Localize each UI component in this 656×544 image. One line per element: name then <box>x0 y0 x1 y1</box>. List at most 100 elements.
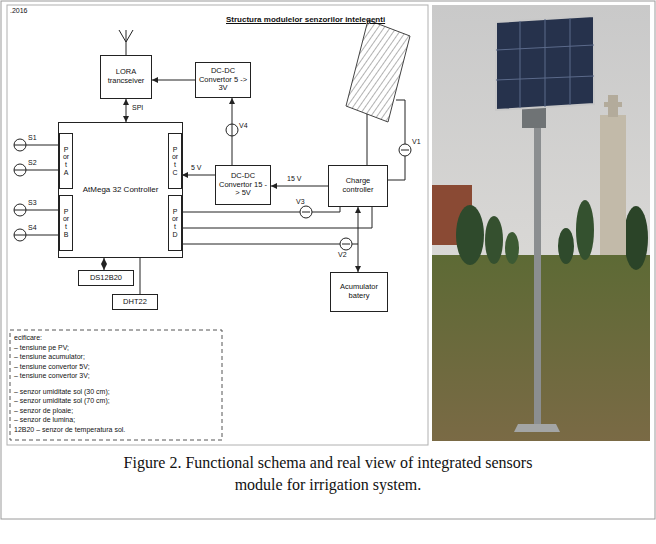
converter-box: DC-DC Convertor 15 -> 5V <box>215 165 271 205</box>
wire <box>26 170 59 171</box>
wire <box>396 100 405 144</box>
node-text-group: Port C <box>170 134 180 188</box>
legend-note: – tensiune convertor 5V; <box>14 363 90 371</box>
connector <box>271 186 328 187</box>
connector-label: SPI <box>131 104 144 112</box>
connector <box>126 99 127 122</box>
connector-label: 15 V <box>286 175 302 183</box>
sensor-symbol <box>14 164 26 176</box>
port-band: Port B <box>59 195 73 251</box>
photo-pole <box>534 110 541 426</box>
sensor-symbol <box>14 210 26 211</box>
sensor-tag: S1 <box>28 134 37 142</box>
photo-panel-grid <box>520 21 521 108</box>
battery-box: Acumulator batery <box>330 272 388 312</box>
wire <box>26 235 59 236</box>
photo-panel-grid <box>545 19 546 107</box>
photo-tree <box>624 206 648 270</box>
wire <box>367 114 368 165</box>
voltage-sensor-symbol <box>342 244 350 245</box>
connector <box>152 80 195 81</box>
node-label: DS12B20 <box>90 274 122 283</box>
sensor-symbol <box>14 204 26 216</box>
photo-enclosure <box>522 106 546 128</box>
wire <box>182 207 372 228</box>
sensor-tag: S3 <box>28 199 37 207</box>
wire <box>26 145 59 146</box>
node-label: Port B <box>63 208 70 239</box>
photo-tree <box>576 200 594 260</box>
measure-tag: V4 <box>239 122 248 130</box>
node-text-group: LORA trancseiver <box>102 56 150 98</box>
wire <box>182 244 340 245</box>
photo-tree <box>505 232 519 264</box>
wire <box>312 207 340 212</box>
wire <box>26 210 59 211</box>
node-label: Port C <box>172 146 179 177</box>
legend-note: – tensiune convertor 3V; <box>14 372 90 380</box>
connector <box>104 258 105 270</box>
photo-tree <box>558 228 574 264</box>
node-label: AtMega 32 Controller <box>83 185 159 194</box>
date-note: .2016 <box>10 7 28 15</box>
voltage-sensor-symbol <box>300 206 312 218</box>
connector <box>232 98 233 165</box>
legend-note: – tensiune pe PV; <box>14 344 69 352</box>
wire <box>388 156 405 180</box>
sensor-box: DS12B20 <box>78 270 134 286</box>
legend-note: – senzor de ploaie; <box>14 407 73 415</box>
node-text-group: DHT22 <box>114 295 156 309</box>
diagram-panel <box>7 5 428 445</box>
node-label: Charge controller <box>330 177 386 194</box>
sensor-symbol <box>14 170 26 171</box>
port-band: Port C <box>168 133 182 189</box>
node-label: Port A <box>63 146 70 177</box>
voltage-sensor-symbol <box>340 238 352 250</box>
legend-note: 12B20 – senzor de temperatura sol. <box>14 426 125 434</box>
antenna-symbol <box>119 30 133 42</box>
port-band: Port D <box>168 195 182 251</box>
node-label: LORA trancseiver <box>102 68 150 85</box>
node-text-group: Acumulator batery <box>332 273 386 311</box>
photo-base-plate <box>514 424 560 432</box>
voltage-sensor-symbol <box>399 144 411 156</box>
node-text-group: AtMega 32 Controller <box>75 123 166 257</box>
node-label: DHT22 <box>123 298 147 307</box>
charge-controller-box: Charge controller <box>328 165 388 207</box>
node-text-group: Port A <box>61 134 71 188</box>
sensor-tag: S4 <box>28 224 37 232</box>
sensor-symbol <box>14 235 26 236</box>
photo-monument-cross <box>604 102 622 107</box>
figure-frame <box>1 1 655 519</box>
node-text-group: DS12B20 <box>80 271 132 285</box>
legend-note: – senzor umiditate sol (30 cm); <box>14 388 110 396</box>
photo-panel-grid <box>496 45 594 50</box>
voltage-sensor-symbol <box>302 212 310 213</box>
photo-tree <box>485 216 503 264</box>
node-label: Acumulator batery <box>332 283 386 300</box>
voltage-sensor-symbol <box>401 150 409 151</box>
figure-caption: Figure 2. Functional schema and real vie… <box>108 452 548 496</box>
controller-box: AtMega 32 Controller Port A Port B Port C Po… <box>58 122 183 258</box>
wire <box>182 212 300 213</box>
photo-monument <box>600 115 626 255</box>
sensor-symbol <box>14 229 26 241</box>
transceiver-box: LORA trancseiver <box>100 55 152 99</box>
photo-tree <box>456 205 484 265</box>
connector <box>140 258 141 294</box>
node-text-group: DC-DC Convertor 15 -> 5V <box>217 166 269 204</box>
connector <box>358 207 359 272</box>
node-label: Port D <box>172 208 179 239</box>
legend-note: ecificare: <box>14 334 42 342</box>
legend-note: – tensiune acumulator; <box>14 353 85 361</box>
measure-tag: V3 <box>296 198 305 206</box>
sensor-symbol <box>14 145 26 146</box>
measure-tag: V1 <box>412 138 421 146</box>
photo-sky <box>432 5 650 441</box>
photo-panel-grid <box>570 18 571 105</box>
node-text-group: DC-DC Convertor 5 -> 3V <box>197 63 249 97</box>
node-text-group: Charge controller <box>330 166 386 206</box>
legend-box <box>10 330 222 440</box>
diagram-title: Structura modulelor senzorilor intelegen… <box>226 15 385 24</box>
pv-panel-symbol <box>346 20 410 122</box>
